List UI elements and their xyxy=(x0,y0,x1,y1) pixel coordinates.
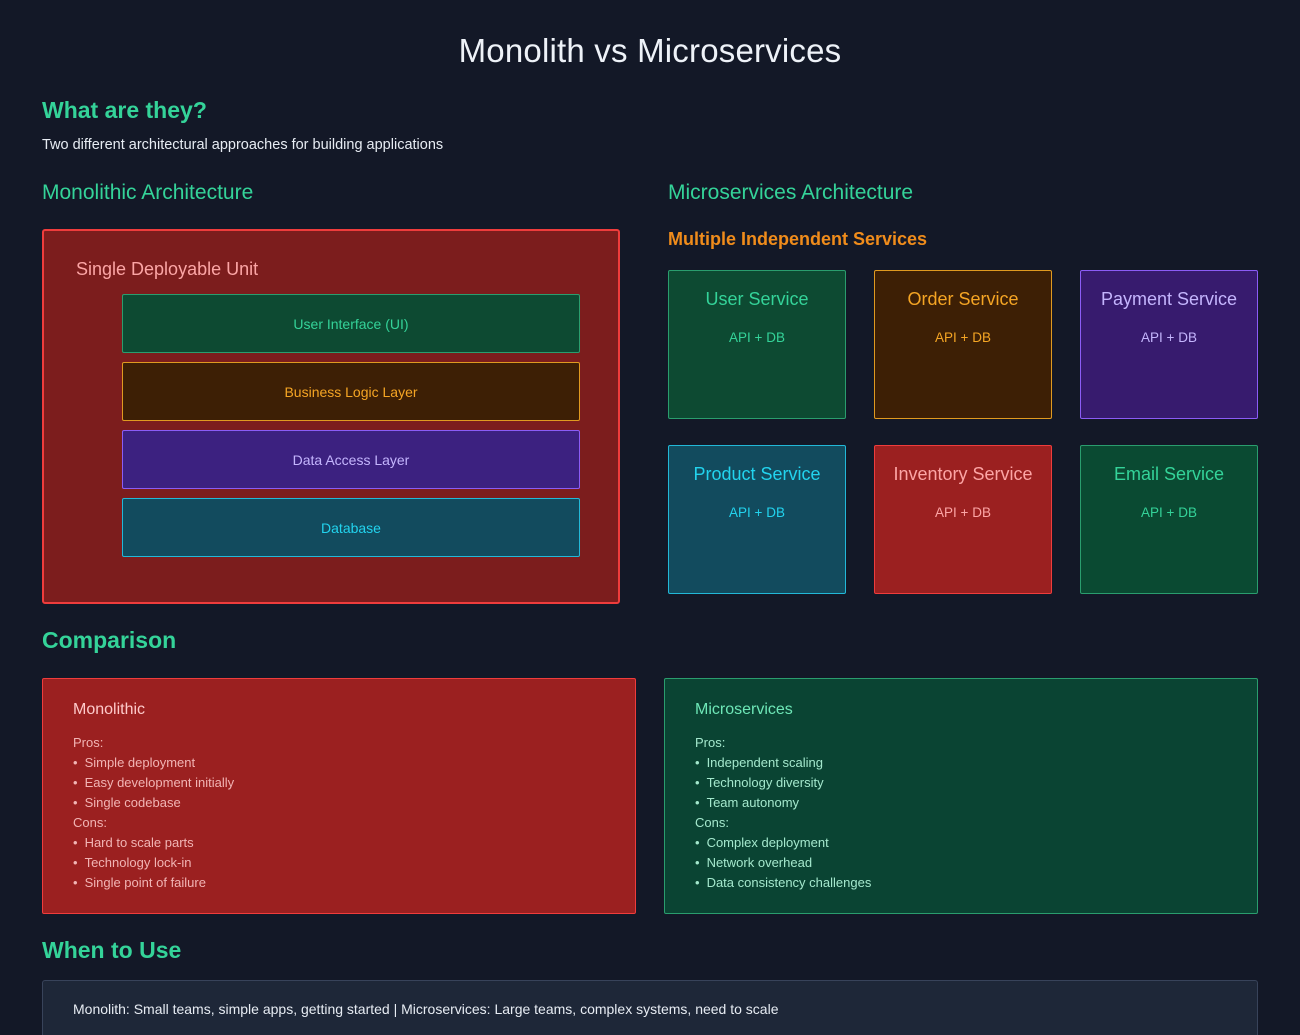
service-meta: API + DB xyxy=(1141,330,1197,345)
con-item: Data consistency challenges xyxy=(695,873,1231,893)
service-card-inventory: Inventory Service API + DB xyxy=(874,445,1052,594)
con-item: Single point of failure xyxy=(73,873,609,893)
monolith-column-heading: Monolithic Architecture xyxy=(42,181,254,204)
pro-item: Team autonomy xyxy=(695,793,1231,813)
pros-label: Pros: xyxy=(695,735,726,750)
service-name: Order Service xyxy=(907,289,1019,309)
con-item: Technology lock-in xyxy=(73,853,609,873)
service-name: Inventory Service xyxy=(893,464,1033,484)
comparison-panel-monolithic: Monolithic Pros: Simple deployment Easy … xyxy=(42,678,636,914)
when-to-use-heading: When to Use xyxy=(42,937,182,963)
service-name: Email Service xyxy=(1113,464,1225,484)
pro-item: Simple deployment xyxy=(73,753,609,773)
service-meta: API + DB xyxy=(729,330,785,345)
microservices-column: Microservices Architecture Multiple Inde… xyxy=(668,181,1258,604)
pro-item: Single codebase xyxy=(73,793,609,813)
service-card-order: Order Service API + DB xyxy=(874,270,1052,419)
con-item: Complex deployment xyxy=(695,833,1231,853)
intro-heading: What are they? xyxy=(42,97,207,123)
service-card-payment: Payment Service API + DB xyxy=(1080,270,1258,419)
comparison-panel-microservices: Microservices Pros: Independent scaling … xyxy=(664,678,1258,914)
pro-item: Easy development initially xyxy=(73,773,609,793)
layer-business-logic: Business Logic Layer xyxy=(122,362,580,421)
services-grid: User Service API + DB Order Service API … xyxy=(668,270,1258,594)
single-deployable-unit-box: Single Deployable Unit User Interface (U… xyxy=(42,229,620,604)
cons-label: Cons: xyxy=(695,815,729,830)
service-meta: API + DB xyxy=(1141,505,1197,520)
pros-label: Pros: xyxy=(73,735,104,750)
comparison-title: Monolithic xyxy=(73,701,146,718)
layer-database: Database xyxy=(122,498,580,557)
comparison-row: Monolithic Pros: Simple deployment Easy … xyxy=(42,678,1258,914)
layer-user-interface: User Interface (UI) xyxy=(122,294,580,353)
monolith-column: Monolithic Architecture Single Deployabl… xyxy=(42,181,620,604)
services-group-heading: Multiple Independent Services xyxy=(668,229,928,249)
service-card-user: User Service API + DB xyxy=(668,270,846,419)
service-meta: API + DB xyxy=(729,505,785,520)
service-meta: API + DB xyxy=(935,330,991,345)
service-meta: API + DB xyxy=(935,505,991,520)
layer-data-access: Data Access Layer xyxy=(122,430,580,489)
architecture-columns: Monolithic Architecture Single Deployabl… xyxy=(42,181,1258,604)
service-name: Product Service xyxy=(693,464,821,484)
monolith-box-title: Single Deployable Unit xyxy=(76,259,259,279)
monolith-layer-list: User Interface (UI) Business Logic Layer… xyxy=(62,294,602,557)
comparison-title: Microservices xyxy=(695,701,793,718)
service-name: User Service xyxy=(705,289,809,309)
service-card-product: Product Service API + DB xyxy=(668,445,846,594)
when-to-use-box: Monolith: Small teams, simple apps, gett… xyxy=(42,980,1258,1035)
intro-subtitle: Two different architectural approaches f… xyxy=(42,137,444,153)
service-name: Payment Service xyxy=(1100,289,1238,309)
pro-item: Technology diversity xyxy=(695,773,1231,793)
microservices-column-heading: Microservices Architecture xyxy=(668,181,914,204)
pro-item: Independent scaling xyxy=(695,753,1231,773)
con-item: Network overhead xyxy=(695,853,1231,873)
cons-label: Cons: xyxy=(73,815,107,830)
con-item: Hard to scale parts xyxy=(73,833,609,853)
page-title: Monolith vs Microservices xyxy=(458,32,842,69)
service-card-email: Email Service API + DB xyxy=(1080,445,1258,594)
comparison-heading: Comparison xyxy=(42,627,177,653)
when-to-use-text: Monolith: Small teams, simple apps, gett… xyxy=(73,1001,779,1017)
